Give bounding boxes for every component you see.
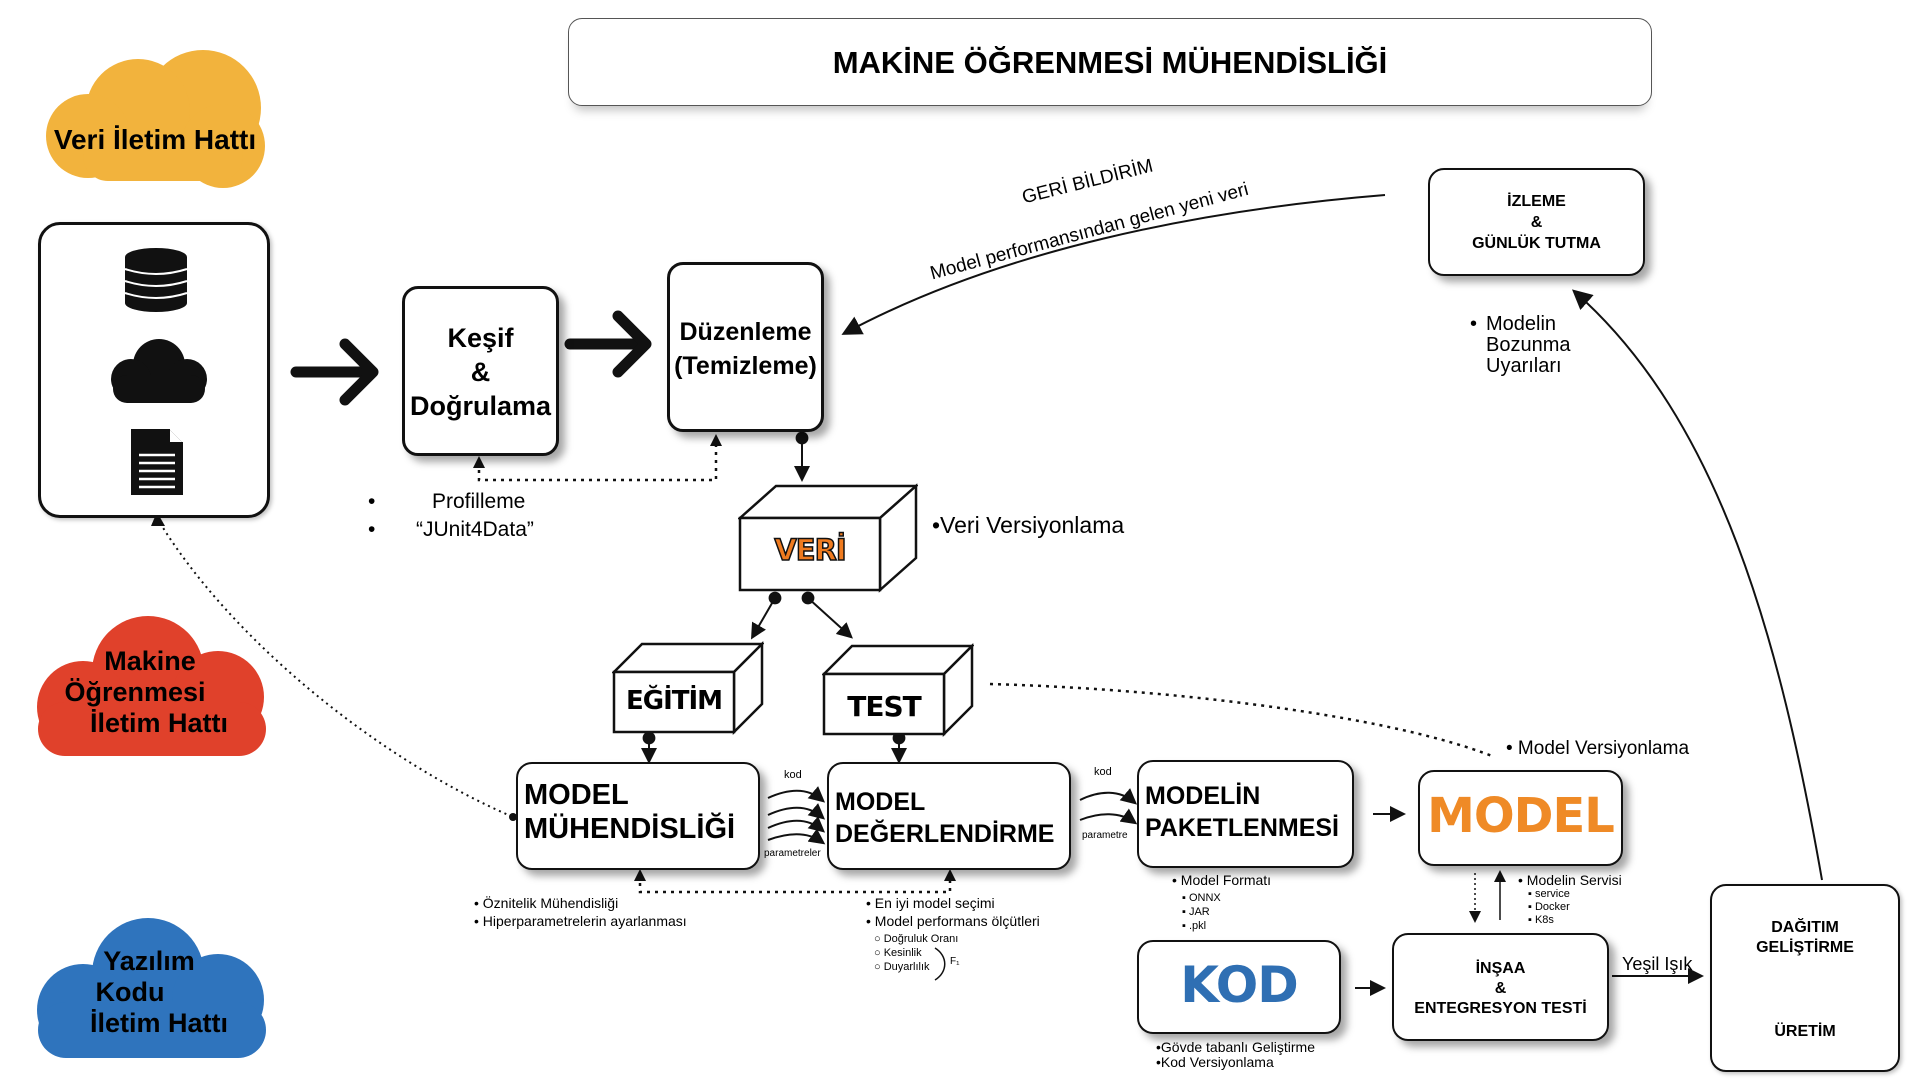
model-evaluation-box: MODEL DEĞERLENDİRME	[827, 762, 1071, 870]
data-pipeline-label: Veri İletim Hattı	[53, 124, 257, 155]
page-title: MAKİNE ÖĞRENMESİ MÜHENDİSLİĞİ	[832, 45, 1388, 80]
kod-parametre-arrows-1	[767, 786, 826, 845]
kod-parametre-arrows-2	[1079, 788, 1138, 825]
model-engineering-box: MODEL MÜHENDİSLİĞİ	[516, 762, 760, 870]
big-arrow-1	[290, 338, 379, 406]
monitoring-box: İZLEME & GÜNLÜK TUTMA	[1428, 168, 1645, 276]
train-cube	[612, 640, 764, 736]
param-label-2: parametre	[1082, 830, 1128, 841]
engineering-notes: • Öznitelik Mühendisliği • Hiperparametr…	[474, 895, 687, 929]
code-artifact-label: KOD	[1180, 956, 1299, 1014]
model-packaging-box: MODELİN PAKETLENMESİ	[1137, 760, 1354, 868]
big-arrow-2	[564, 310, 652, 378]
model-artifact-box: MODEL	[1418, 770, 1623, 866]
profiling-notes: •Profilleme •“JUnit4Data”	[368, 490, 534, 541]
test-to-model-dotted	[989, 682, 1493, 758]
data-cube	[738, 483, 918, 593]
database-icon	[124, 248, 188, 312]
train-cube-label: EĞİTİM	[625, 686, 723, 716]
deployment-box: DAĞITIM GELİŞTİRME ÜRETİM	[1710, 884, 1900, 1072]
test-cube	[822, 642, 974, 738]
data-sources-box	[38, 222, 270, 518]
ml-pipeline-cloud	[37, 616, 266, 756]
cloud-icon	[111, 339, 207, 403]
test-cube-label: TEST	[847, 690, 922, 723]
format-notes: • Model Formatı ▪ ONNX ▪ JAR ▪ .pkl	[1172, 872, 1272, 932]
data-versioning-note: •Veri Versiyonlama	[932, 512, 1125, 538]
kod-label-1: kod	[784, 769, 802, 781]
deploy-to-monitor-arrow	[1572, 289, 1823, 881]
decay-alerts-note: • Modelin Bozunma Uyarıları	[1470, 313, 1571, 377]
code-artifact-box: KOD	[1137, 940, 1341, 1034]
clean-box: Düzenleme (Temizleme)	[667, 262, 824, 432]
serving-notes: • Modelin Servisi ▪ service ▪ Docker ▪ K…	[1518, 872, 1622, 926]
code-pipeline-label: Yazılım Kodu İletim Hattı	[89, 946, 229, 1039]
code-notes: •Gövde tabanlı Geliştirme •Kod Versiyonl…	[1156, 1039, 1315, 1070]
data-cube-label: VERİ	[774, 532, 848, 568]
document-icon	[131, 429, 183, 495]
build-integration-box: İNŞAA & ENTEGRESYON TESTİ	[1392, 933, 1609, 1041]
f1-label: F₁	[950, 956, 960, 967]
param-label-1: parametreler	[764, 848, 821, 859]
code-pipeline-cloud	[37, 918, 266, 1058]
ml-pipeline-label: Makine Öğrenmesi İletim Hattı	[64, 646, 229, 739]
evaluation-notes: • En iyi model seçimi • Model performans…	[866, 895, 1040, 973]
kod-label-2: kod	[1094, 766, 1112, 778]
feedback-arrow	[841, 194, 1386, 335]
data-pipeline-cloud	[46, 50, 265, 188]
model-versioning-note: • Model Versiyonlama	[1506, 738, 1690, 759]
model-artifact-label: MODEL	[1427, 788, 1615, 844]
data-to-engineering-dotted	[156, 517, 514, 818]
explore-validate-box: Keşif & Doğrulama	[402, 286, 559, 456]
green-light-label: Yeşil Işık	[1622, 954, 1693, 974]
title-box: MAKİNE ÖĞRENMESİ MÜHENDİSLİĞİ	[568, 18, 1652, 106]
profiling-dotted-loop	[477, 440, 718, 482]
